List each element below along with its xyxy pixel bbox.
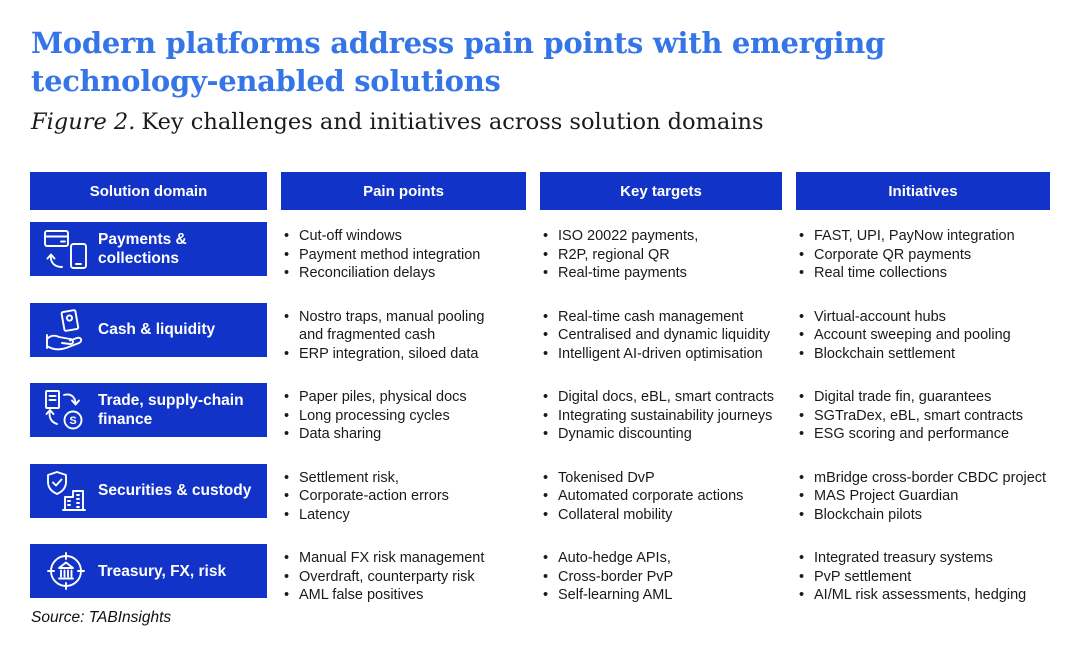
pain-points-list: Settlement risk,Corporate-action errorsL… — [281, 464, 526, 525]
shield-check-building-icon — [43, 470, 89, 512]
bullet-item: Corporate-action errors — [281, 487, 526, 506]
bullet-item: Nostro traps, manual pooling and fragmen… — [281, 308, 526, 345]
svg-text:S: S — [69, 415, 76, 427]
card-phone-transfer-icon — [43, 228, 89, 270]
domain-label: Payments & collections — [98, 231, 187, 267]
domain-cell-payments-collections: Payments & collections — [30, 222, 267, 276]
bullet-item: R2P, regional QR — [540, 246, 782, 265]
bullet-item: AI/ML risk assessments, hedging — [796, 586, 1050, 605]
bullet-item: Integrating sustainability journeys — [540, 407, 782, 426]
bullet-item: Digital trade fin, guarantees — [796, 388, 1050, 407]
pain-points-list: Nostro traps, manual pooling and fragmen… — [281, 303, 526, 364]
bullet-item: Intelligent AI-driven optimisation — [540, 345, 782, 364]
bullet-item: Latency — [281, 506, 526, 525]
bullet-item: Data sharing — [281, 425, 526, 444]
bullet-item: Corporate QR payments — [796, 246, 1050, 265]
domain-label: Trade, supply-chain finance — [98, 392, 244, 428]
table-row-treasury-fx-risk: Treasury, FX, risk Manual FX risk manage… — [30, 544, 1050, 605]
key-targets-list: Digital docs, eBL, smart contractsIntegr… — [540, 383, 782, 444]
source-note: Source: TABInsights — [31, 609, 172, 626]
bullet-item: Settlement risk, — [281, 469, 526, 488]
column-header-initiatives: Initiatives — [796, 172, 1050, 210]
page-title: Modern platforms address pain points wit… — [31, 26, 886, 98]
column-header-pain-points: Pain points — [281, 172, 526, 210]
bullet-item: Cross-border PvP — [540, 568, 782, 587]
key-targets-list: ISO 20022 payments,R2P, regional QRReal-… — [540, 222, 782, 283]
solution-domains-table: Solution domain Pain points Key targets … — [30, 172, 1050, 605]
figure-label: Figure 2. — [31, 109, 136, 135]
domain-label: Securities & custody — [98, 482, 252, 499]
table-row-payments-collections: Payments & collections Cut-off windowsPa… — [30, 222, 1050, 283]
domain-label: Treasury, FX, risk — [98, 562, 227, 580]
initiatives-list: Virtual-account hubsAccount sweeping and… — [796, 303, 1050, 364]
domain-cell-trade-scf: S Trade, supply-chain finance — [30, 383, 267, 437]
cash-in-hand-icon — [43, 308, 89, 351]
key-targets-list: Real-time cash managementCentralised and… — [540, 303, 782, 364]
table-header-row: Solution domain Pain points Key targets … — [30, 172, 1050, 210]
bullet-item: FAST, UPI, PayNow integration — [796, 227, 1050, 246]
initiatives-list: mBridge cross-border CBDC projectMAS Pro… — [796, 464, 1050, 525]
key-targets-list: Tokenised DvPAutomated corporate actions… — [540, 464, 782, 525]
bullet-item: Automated corporate actions — [540, 487, 782, 506]
pain-points-list: Paper piles, physical docsLong processin… — [281, 383, 526, 444]
table-row-cash-liquidity: Cash & liquidity Nostro traps, manual po… — [30, 302, 1050, 364]
bullet-item: Paper piles, physical docs — [281, 388, 526, 407]
bullet-item: Virtual-account hubs — [796, 308, 1050, 327]
pain-points-list: Manual FX risk managementOverdraft, coun… — [281, 544, 526, 605]
initiatives-list: Digital trade fin, guaranteesSGTraDex, e… — [796, 383, 1050, 444]
bullet-item: Real-time payments — [540, 264, 782, 283]
bullet-item: Centralised and dynamic liquidity — [540, 326, 782, 345]
bullet-item: Collateral mobility — [540, 506, 782, 525]
bullet-item: Overdraft, counterparty risk — [281, 568, 526, 587]
figure-caption: Figure 2.Key challenges and initiatives … — [31, 108, 1011, 136]
bullet-item: Tokenised DvP — [540, 469, 782, 488]
bullet-item: Auto-hedge APIs, — [540, 549, 782, 568]
table-row-trade-scf: S Trade, supply-chain finance Paper pile… — [30, 383, 1050, 444]
domain-cell-treasury-fx-risk: Treasury, FX, risk — [30, 544, 267, 598]
column-header-solution-domain: Solution domain — [30, 172, 267, 210]
bullet-item: ESG scoring and performance — [796, 425, 1050, 444]
bullet-item: Blockchain pilots — [796, 506, 1050, 525]
bullet-item: Reconciliation delays — [281, 264, 526, 283]
column-header-key-targets: Key targets — [540, 172, 782, 210]
bullet-item: Payment method integration — [281, 246, 526, 265]
bullet-item: PvP settlement — [796, 568, 1050, 587]
bullet-item: Manual FX risk management — [281, 549, 526, 568]
bank-crosshair-icon — [43, 550, 89, 592]
initiatives-list: FAST, UPI, PayNow integrationCorporate Q… — [796, 222, 1050, 283]
table-row-securities-custody: Securities & custody Settlement risk,Cor… — [30, 463, 1050, 525]
bullet-item: Self-learning AML — [540, 586, 782, 605]
key-targets-list: Auto-hedge APIs,Cross-border PvPSelf-lea… — [540, 544, 782, 605]
bullet-item: Digital docs, eBL, smart contracts — [540, 388, 782, 407]
domain-cell-cash-liquidity: Cash & liquidity — [30, 302, 267, 357]
bullet-item: Long processing cycles — [281, 407, 526, 426]
bullet-item: ISO 20022 payments, — [540, 227, 782, 246]
bullet-item: ERP integration, siloed data — [281, 345, 526, 364]
bullet-item: AML false positives — [281, 586, 526, 605]
bullet-item: Account sweeping and pooling — [796, 326, 1050, 345]
bullet-item: SGTraDex, eBL, smart contracts — [796, 407, 1050, 426]
pain-points-list: Cut-off windowsPayment method integratio… — [281, 222, 526, 283]
bullet-item: mBridge cross-border CBDC project — [796, 469, 1050, 488]
bullet-item: Cut-off windows — [281, 227, 526, 246]
bullet-item: Dynamic discounting — [540, 425, 782, 444]
domain-cell-securities-custody: Securities & custody — [30, 463, 267, 518]
domain-label: Cash & liquidity — [98, 321, 216, 338]
document-cycle-currency-icon: S — [43, 389, 89, 431]
bullet-item: Blockchain settlement — [796, 345, 1050, 364]
bullet-item: Real time collections — [796, 264, 1050, 283]
initiatives-list: Integrated treasury systemsPvP settlemen… — [796, 544, 1050, 605]
bullet-item: Real-time cash management — [540, 308, 782, 327]
bullet-item: MAS Project Guardian — [796, 487, 1050, 506]
bullet-item: Integrated treasury systems — [796, 549, 1050, 568]
figure-caption-text: Key challenges and initiatives across so… — [141, 109, 764, 135]
